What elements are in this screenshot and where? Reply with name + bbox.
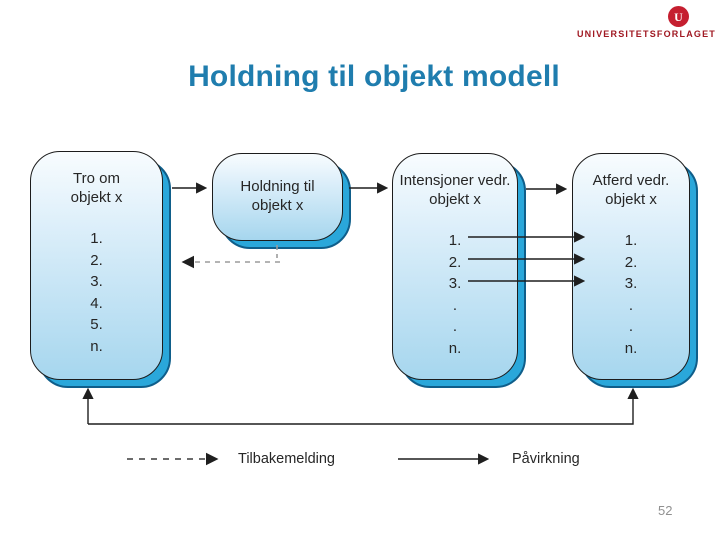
list-item: 2. (624, 253, 638, 271)
list-item: 3. (624, 275, 638, 292)
box-title-line: Holdning til (240, 178, 315, 195)
box-title-line: Intensjoner vedr. (399, 172, 511, 189)
legend-feedback-label: Tilbakemelding (238, 451, 335, 467)
list-item: . (452, 318, 458, 335)
box-title-line: objekt x (429, 191, 481, 208)
slide-title: Holdning til objekt modell (188, 60, 560, 93)
box-title-line: Atferd vedr. (592, 172, 670, 189)
list-item: n. (90, 337, 103, 355)
list-item: 1. (448, 232, 462, 249)
box-title: Atferd vedr. objekt x (572, 171, 690, 209)
logo-mark-letter: U (674, 9, 683, 24)
box-title: Holdning til objekt x (212, 177, 343, 215)
list-item: 3. (448, 275, 462, 292)
list-item: . (452, 296, 458, 314)
box-item-list: 1. 2. 3. . . n. (572, 230, 690, 359)
box-title-line: objekt x (605, 191, 657, 208)
list-item: . (628, 296, 634, 314)
box-title-line: Tro om (73, 170, 120, 187)
box-title-line: objekt x (70, 189, 123, 206)
bottom-loop-to-behavior (88, 387, 639, 425)
list-item: n. (624, 339, 638, 357)
list-item: 3. (90, 273, 103, 290)
list-item: 1. (624, 232, 638, 249)
box-item-list: 1. 2. 3. . . n. (392, 230, 518, 359)
list-item: . (628, 318, 634, 335)
list-item: 4. (90, 294, 103, 312)
list-item: 1. (90, 230, 103, 247)
list-item: 5. (90, 316, 103, 333)
box-title-line: objekt x (251, 197, 304, 214)
box-title: Tro om objekt x (30, 169, 163, 207)
box-title: Intensjoner vedr. objekt x (392, 171, 518, 209)
list-item: 2. (90, 251, 103, 269)
box-item-list: 1. 2. 3. 4. 5. n. (30, 228, 163, 357)
box-intensjoner-vedr-objekt: Intensjoner vedr. objekt x 1. 2. 3. . . … (392, 153, 518, 380)
page-number: 52 (658, 503, 673, 518)
box-tro-om-objekt: Tro om objekt x 1. 2. 3. 4. 5. n. (30, 151, 163, 380)
box-holdning-til-objekt: Holdning til objekt x (212, 153, 343, 241)
publisher-logo-text: UNIVERSITETSFORLAGET (576, 29, 716, 39)
box-atferd-vedr-objekt: Atferd vedr. objekt x 1. 2. 3. . . n. (572, 153, 690, 380)
legend-influence-label: Påvirkning (512, 451, 580, 467)
logo-mark-icon: U (668, 6, 689, 27)
list-item: 2. (448, 253, 462, 271)
list-item: n. (448, 339, 462, 357)
